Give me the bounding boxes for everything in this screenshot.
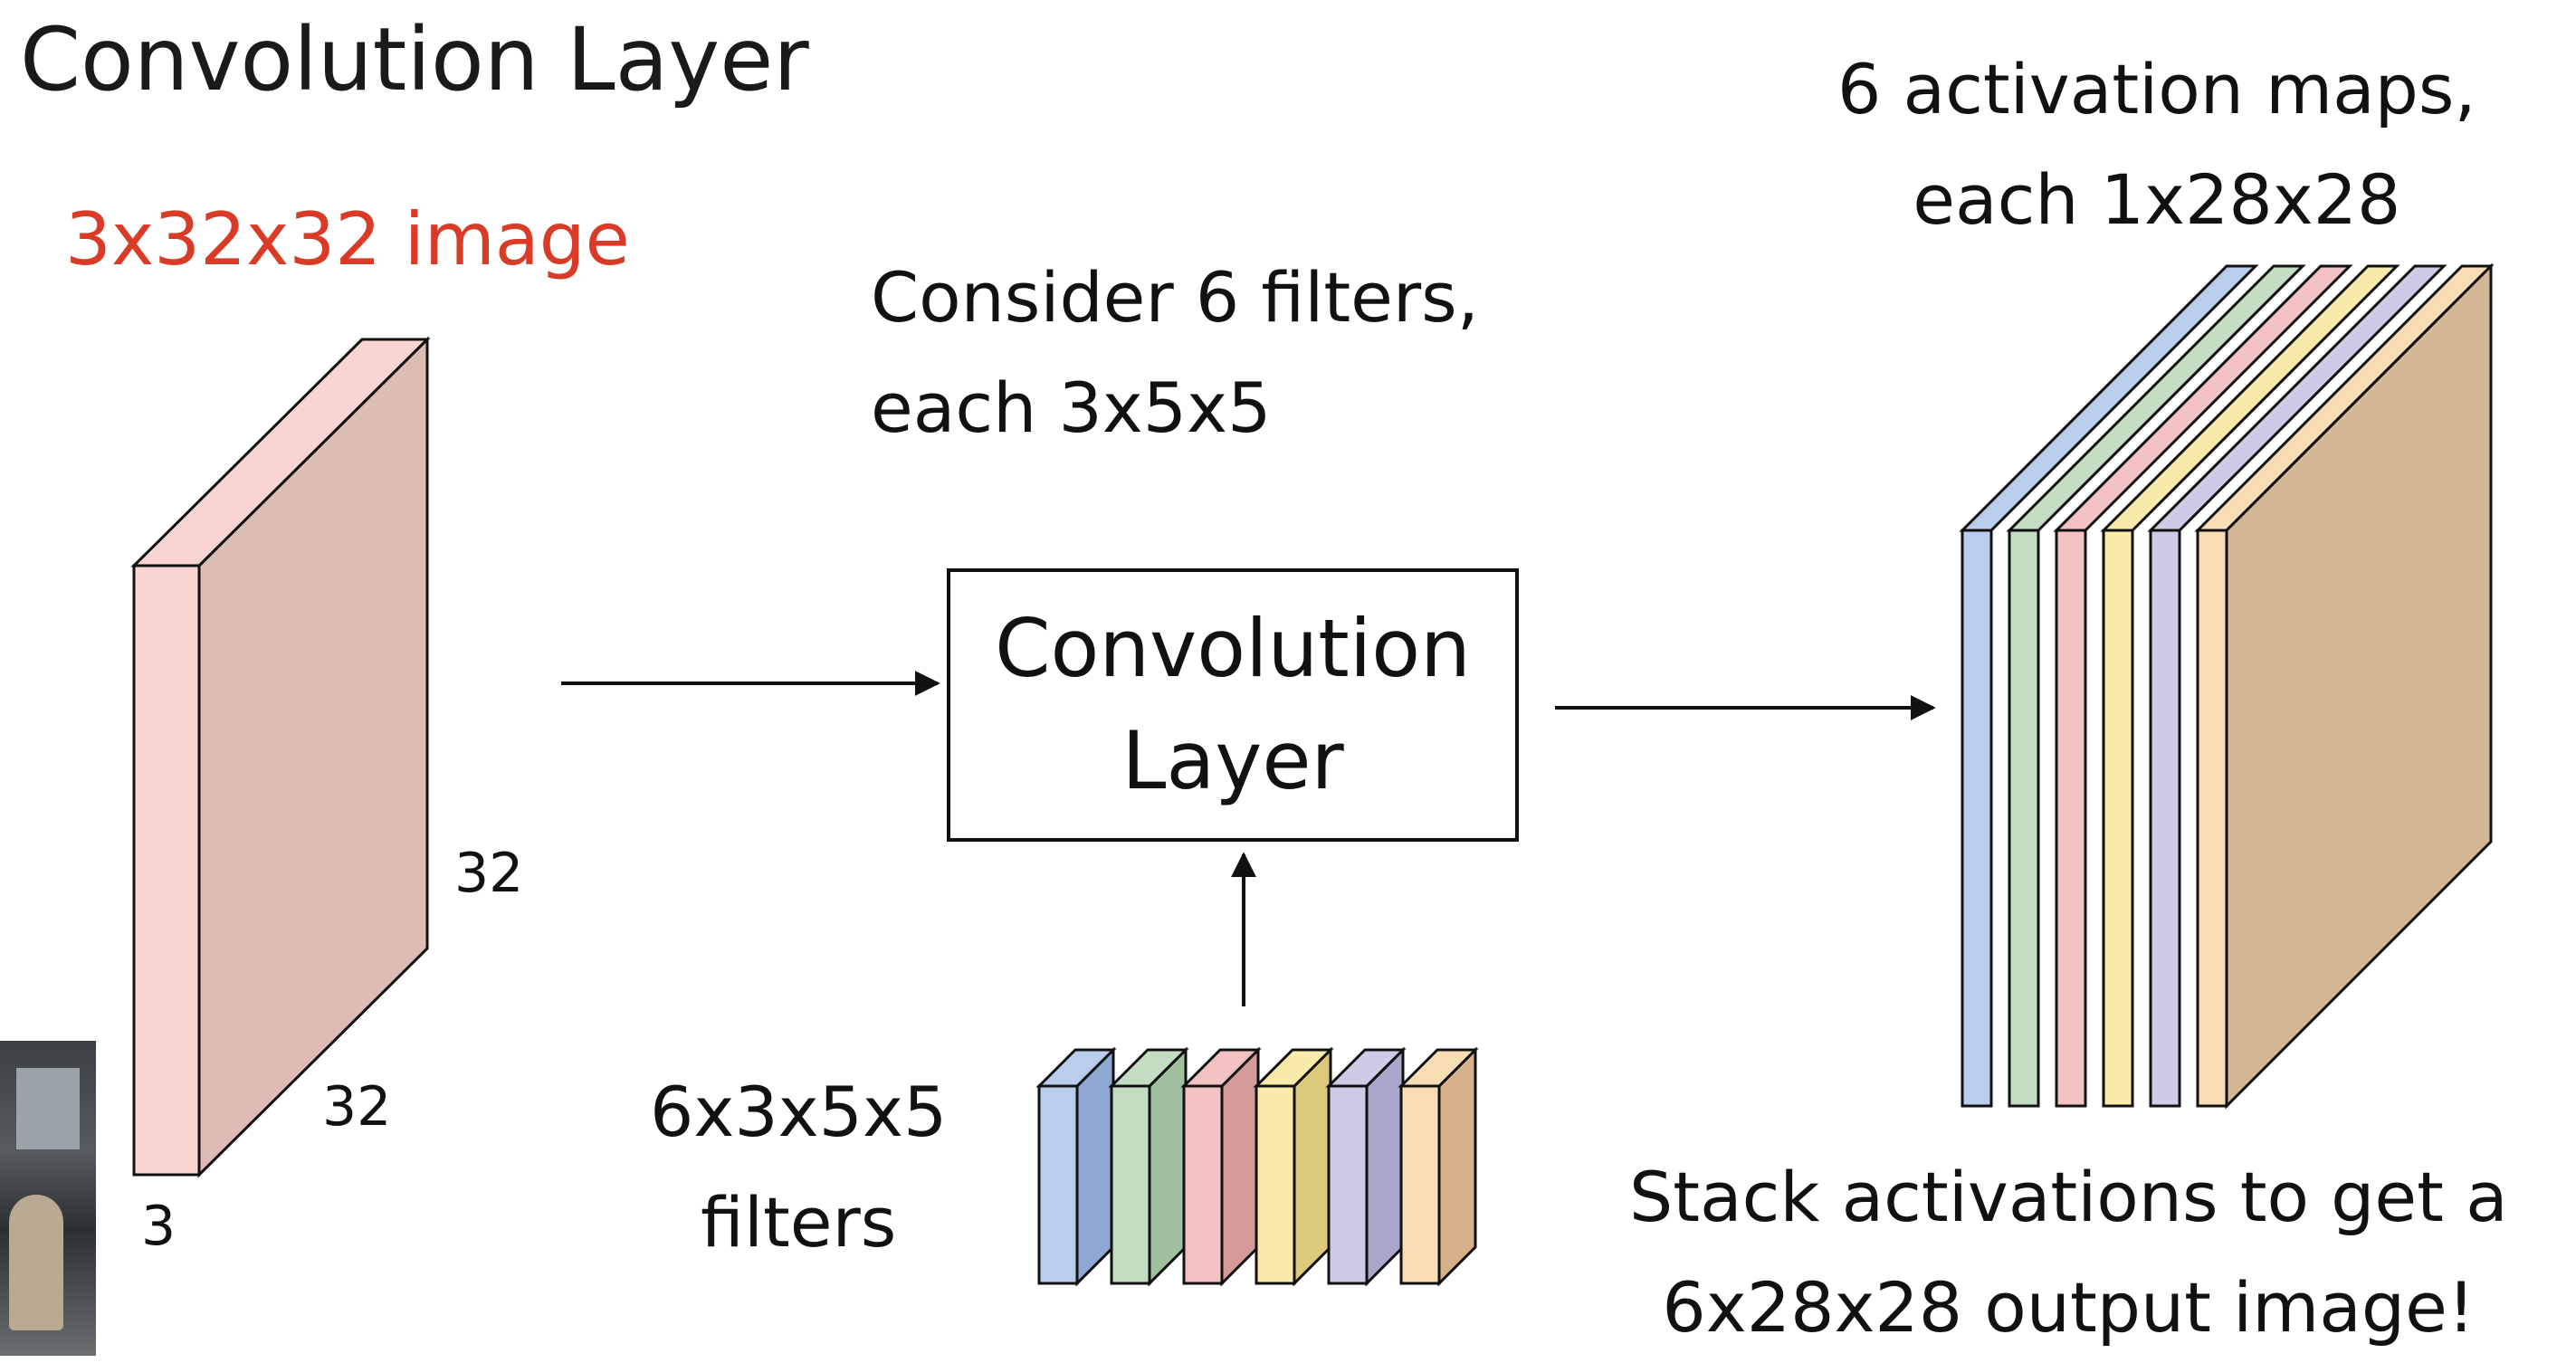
- filter-block-side: [1293, 1046, 1332, 1287]
- activation-map-1: [1959, 264, 2259, 1108]
- input-volume: [130, 336, 431, 1178]
- filter-block-side: [1437, 1046, 1477, 1287]
- filter-block-side: [1220, 1046, 1260, 1287]
- presenter-background-screen: [16, 1068, 80, 1149]
- filters-caption: Consider 6 filters, each 3x5x5: [871, 257, 1479, 448]
- input-volume-face: [197, 336, 429, 1178]
- activation-map-front: [1961, 529, 1993, 1108]
- activation-map-4: [2100, 264, 2400, 1108]
- filter-bank-label: 6x3x5x5 filters: [650, 1072, 948, 1263]
- activation-map-back-face: [2225, 262, 2493, 1110]
- filter-block-4: [1253, 1046, 1334, 1287]
- activation-map-stack: [1959, 262, 2495, 1110]
- filter-block-front: [1255, 1084, 1296, 1285]
- activation-map-front: [2196, 529, 2228, 1108]
- filter-block-1: [1035, 1046, 1117, 1287]
- presenter-video-thumbnail: [0, 1041, 96, 1356]
- filter-block-front: [1110, 1084, 1151, 1285]
- filter-bank: [1035, 1046, 1479, 1287]
- convolution-layer-box: Convolution Layer: [947, 568, 1519, 842]
- activation-map-6: [2194, 264, 2495, 1108]
- filter-block-side: [1365, 1046, 1405, 1287]
- activation-map-2: [2006, 264, 2306, 1108]
- filter-block-3: [1180, 1046, 1262, 1287]
- filter-block-side: [1075, 1046, 1115, 1287]
- filter-block-front: [1399, 1084, 1441, 1285]
- input-width-dimension: 32: [322, 1075, 392, 1139]
- input-volume-front: [132, 564, 201, 1177]
- activation-map-front: [2055, 529, 2087, 1108]
- presenter-figure: [9, 1195, 63, 1330]
- slide-title: Convolution Layer: [20, 9, 809, 110]
- input-image-label: 3x32x32 image: [65, 197, 630, 281]
- filter-block-front: [1037, 1084, 1079, 1285]
- activation-map-stack-face: [2225, 262, 2493, 1110]
- activation-map-front: [2102, 529, 2134, 1108]
- filter-block-side: [1148, 1046, 1188, 1287]
- filter-block-front: [1182, 1084, 1224, 1285]
- activation-map-front: [2008, 529, 2040, 1108]
- convolution-layer-label: Convolution Layer: [995, 602, 1471, 807]
- filter-block-2: [1108, 1046, 1189, 1287]
- activation-map-3: [2053, 264, 2353, 1108]
- input-height-dimension: 32: [454, 842, 524, 905]
- stack-activations-caption: Stack activations to get a 6x28x28 outpu…: [1629, 1157, 2508, 1348]
- filter-block-front: [1327, 1084, 1369, 1285]
- activation-map-5: [2147, 264, 2447, 1108]
- input-depth-dimension: 3: [141, 1195, 177, 1258]
- filter-block-5: [1325, 1046, 1407, 1287]
- filter-block-6: [1398, 1046, 1479, 1287]
- activation-map-front: [2149, 529, 2181, 1108]
- activation-maps-caption: 6 activation maps, each 1x28x28: [1837, 49, 2476, 240]
